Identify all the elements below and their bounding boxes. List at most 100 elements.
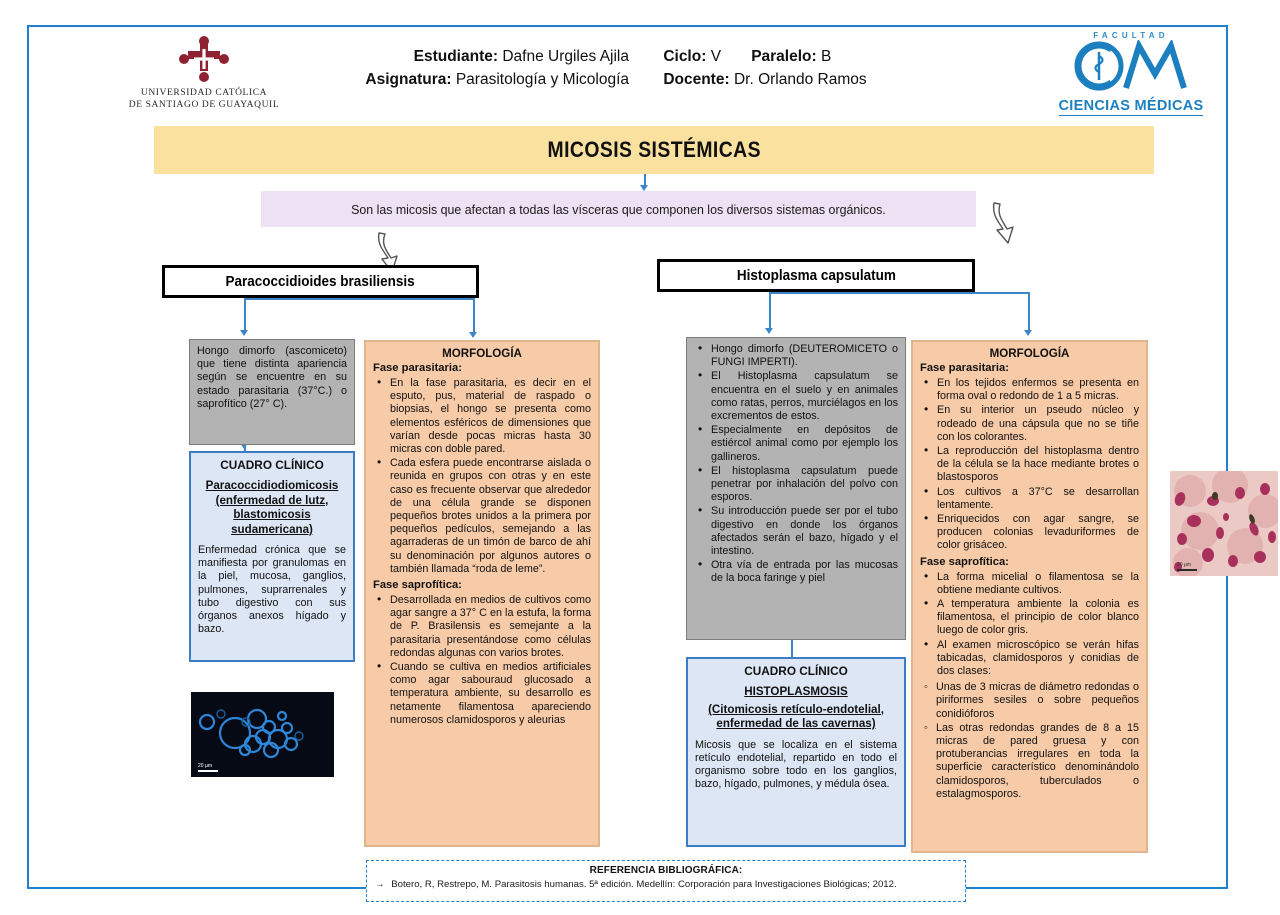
paracoccidioides-saprophytic-label: Fase saprofítica: xyxy=(373,579,462,592)
arrowhead-para-clin xyxy=(240,443,248,449)
paracoccidioides-morphology-box: MORFOLOGÍA Fase parasitaria: En la fase … xyxy=(364,340,600,847)
histoplasma-morphology-heading: MORFOLOGÍA xyxy=(989,347,1070,360)
paralelo-value: B xyxy=(820,48,832,65)
organism-title-paracoccidioides: Paracoccidioides brasiliensis xyxy=(162,265,479,298)
poster-frame: UNIVERSIDAD CATÓLICA DE SANTIAGO DE GUAY… xyxy=(27,25,1278,902)
paracoccidioides-description-box: Hongo dimorfo (ascomiceto) que tiene dis… xyxy=(189,339,355,445)
histoplasma-name: Histoplasma capsulatum xyxy=(736,267,896,284)
list-item: Hongo dimorfo (DEUTEROMICETO o FUNGI IMP… xyxy=(698,342,898,369)
list-item: Enriquecidos con agar sangre, se produce… xyxy=(924,512,1139,553)
paracoccidioides-clinical-heading: CUADRO CLÍNICO xyxy=(220,458,324,472)
ciclo-label: Ciclo: xyxy=(663,48,707,65)
docente-value: Dr. Orlando Ramos xyxy=(733,71,867,88)
paracoccidioides-name: Paracoccidioides brasiliensis xyxy=(225,273,416,290)
histoplasma-parasitic-list: En los tejidos enfermos se presenta en f… xyxy=(920,376,1139,553)
header: UNIVERSIDAD CATÓLICA DE SANTIAGO DE GUAY… xyxy=(29,27,1226,117)
list-item: Su introducción puede ser por el tubo di… xyxy=(698,504,898,558)
list-item: Al examen microscópico se verán hifas ta… xyxy=(924,638,1139,679)
header-info: Estudiante: Dafne Urgiles Ajila Ciclo: V… xyxy=(329,45,1009,91)
reference-title: REFERENCIA BIBLIOGRÁFICA: xyxy=(589,865,743,876)
connector-banner-to-intro xyxy=(644,174,646,188)
connector-hist-horizontal xyxy=(769,292,1029,294)
intro-text: Son las micosis que afectan a todas las … xyxy=(351,201,886,217)
list-item: La forma micelial o filamentosa se la ob… xyxy=(924,570,1139,597)
list-item: El Histoplasma capsulatum se encuentra e… xyxy=(698,369,898,423)
reference-citation: Botero, R, Restrepo, M. Parasitosis huma… xyxy=(391,879,897,890)
histoplasma-disease-name: HISTOPLASMOSIS xyxy=(744,685,848,698)
organism-title-histoplasma: Histoplasma capsulatum xyxy=(657,259,975,292)
main-title-banner: MICOSIS SISTÉMICAS xyxy=(154,126,1154,174)
list-item: La reproducción del histoplasma dentro d… xyxy=(924,444,1139,485)
list-item: Las otras redondas grandes de 8 a 15 mic… xyxy=(924,722,1139,801)
faculty-tag: FACULTAD xyxy=(1093,31,1169,40)
squiggle-arrow-right-icon xyxy=(984,199,1024,252)
paracoccidioides-clinical-box: CUADRO CLÍNICO Paracoccidiodiomicosis (e… xyxy=(189,451,355,662)
header-row-1: Estudiante: Dafne Urgiles Ajila Ciclo: V… xyxy=(329,45,1009,68)
ucsg-name-line1: UNIVERSIDAD CATÓLICA xyxy=(140,88,268,98)
histoplasma-saprophytic-sublist: Unas de 3 micras de diámetro redondas o … xyxy=(920,681,1139,801)
histoplasma-saprophytic-label: Fase saprofítica: xyxy=(920,555,1009,568)
ucsg-name-line2: DE SANTIAGO DE GUAYAQUIL xyxy=(128,100,280,110)
list-item: Especialmente en depósitos de estiércol … xyxy=(698,423,898,464)
list-item: Desarrollada en medios de cultivos como … xyxy=(377,593,591,660)
histoplasma-clinical-body: Micosis que se localiza en el sistema re… xyxy=(695,738,897,791)
reference-box: REFERENCIA BIBLIOGRÁFICA: → Botero, R, R… xyxy=(366,860,966,902)
page-title: MICOSIS SISTÉMICAS xyxy=(547,137,761,162)
paracoccidioides-scalebar: 20 µm xyxy=(198,763,218,772)
paracoccidioides-micrograph: 20 µm xyxy=(191,692,334,777)
list-item: Los cultivos a 37°C se desarrollan lenta… xyxy=(924,485,1139,512)
intro-box: Son las micosis que afectan a todas las … xyxy=(261,191,976,227)
histoplasma-description-list: Hongo dimorfo (DEUTEROMICETO o FUNGI IMP… xyxy=(694,342,898,586)
arrowhead-para-morf xyxy=(469,332,477,338)
scale-label: 20 µm xyxy=(198,763,212,769)
cm-monogram-icon xyxy=(1046,38,1216,97)
ucsg-cross-icon xyxy=(109,35,299,85)
histoplasma-scalebar: 20 µm xyxy=(1177,562,1197,571)
ciclo-value: V xyxy=(710,48,722,65)
header-row-2: Asignatura: Parasitología y Micología Do… xyxy=(329,68,1009,91)
paralelo-label: Paralelo: xyxy=(751,48,817,65)
reference-arrow-icon: → xyxy=(375,879,385,890)
ucsg-logo: UNIVERSIDAD CATÓLICA DE SANTIAGO DE GUAY… xyxy=(109,35,299,111)
paracoccidioides-disease-name: Paracoccidiodiomicosis (enfermedad de lu… xyxy=(205,479,339,536)
histoplasma-saprophytic-list: La forma micelial o filamentosa se la ob… xyxy=(920,570,1139,679)
paracoccidioides-description-text: Hongo dimorfo (ascomiceto) que tiene dis… xyxy=(197,345,347,410)
paracoccidioides-saprophytic-list: Desarrollada en medios de cultivos como … xyxy=(373,593,591,727)
list-item: A temperatura ambiente la colonia es fil… xyxy=(924,597,1139,638)
histoplasma-clinical-heading: CUADRO CLÍNICO xyxy=(744,664,848,678)
paracoccidioides-parasitic-label: Fase parasitaria: xyxy=(373,362,462,374)
paracoccidioides-parasitic-list: En la fase parasitaria, es decir en el e… xyxy=(373,376,591,576)
scale-label: 20 µm xyxy=(1177,562,1191,568)
histoplasma-disease-subtitle: (Citomicosis retículo-endotelial, enferm… xyxy=(708,702,884,731)
histoplasma-description-box: Hongo dimorfo (DEUTEROMICETO o FUNGI IMP… xyxy=(686,337,906,640)
connector-para-left-down xyxy=(244,298,246,332)
arrowhead-banner-to-intro xyxy=(640,185,648,191)
list-item: Unas de 3 micras de diámetro redondas o … xyxy=(924,681,1139,721)
asignatura-label: Asignatura: xyxy=(365,71,452,88)
ciencias-medicas-logo: FACULTAD CIENCIAS MÉDICAS xyxy=(1046,31,1216,116)
arrowhead-hist-desc xyxy=(765,328,773,334)
connector-para-horizontal xyxy=(244,298,474,300)
asignatura-value: Parasitología y Micología xyxy=(455,71,629,88)
list-item: Cada esfera puede encontrarse aislada o … xyxy=(377,456,591,576)
squiggle-arrow-left-icon xyxy=(369,230,407,281)
histoplasma-parasitic-label: Fase parasitaria: xyxy=(920,362,1009,374)
reference-citation-row: → Botero, R, Restrepo, M. Parasitosis hu… xyxy=(375,879,957,891)
faculty-name: CIENCIAS MÉDICAS xyxy=(1058,98,1204,116)
estudiante-label: Estudiante: xyxy=(413,48,499,65)
paracoccidioides-morphology-heading: MORFOLOGÍA xyxy=(442,347,522,360)
arrowhead-para-desc xyxy=(240,330,248,336)
list-item: Otra vía de entrada por las mucosas de l… xyxy=(698,558,898,585)
connector-hist-desc-to-clin xyxy=(791,627,793,657)
connector-hist-left-down xyxy=(769,292,771,330)
histoplasma-clinical-box: CUADRO CLÍNICO HISTOPLASMOSIS (Citomicos… xyxy=(686,657,906,847)
list-item: En los tejidos enfermos se presenta en f… xyxy=(924,376,1139,403)
connector-para-right-down xyxy=(473,298,475,334)
histoplasma-micrograph: 20 µm xyxy=(1170,471,1278,576)
estudiante-value: Dafne Urgiles Ajila xyxy=(502,48,629,65)
connector-hist-right-down xyxy=(1028,292,1030,332)
list-item: En su interior un pseudo núcleo y rodead… xyxy=(924,403,1139,444)
docente-label: Docente: xyxy=(663,71,730,88)
list-item: En la fase parasitaria, es decir en el e… xyxy=(377,376,591,456)
